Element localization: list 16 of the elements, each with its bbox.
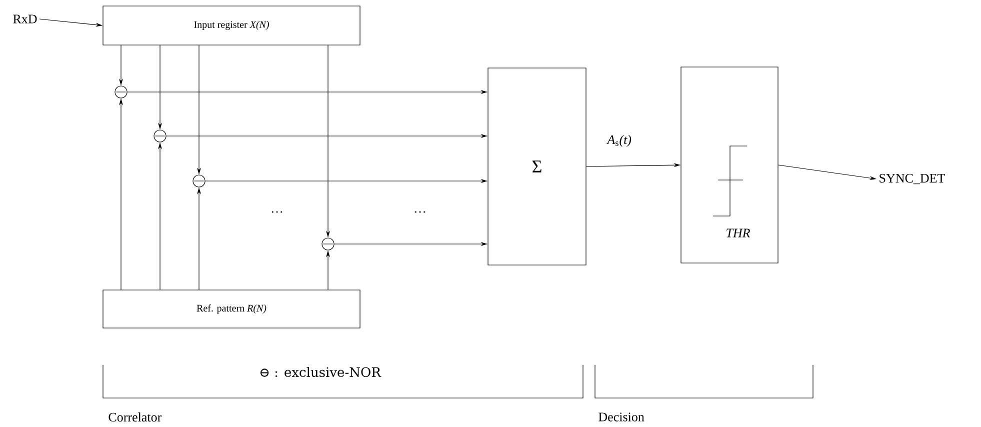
signal-label: RxD [13, 14, 37, 24]
section-label: Decision [598, 412, 644, 422]
xnor-gate [192, 174, 206, 188]
ellipsis: … [272, 211, 282, 213]
ellipsis: … [414, 211, 426, 213]
register-box: Ref. pattern R(N) [102, 290, 360, 328]
register-box: Input register X(N) [102, 6, 360, 46]
threshold-box: THR [680, 66, 778, 264]
edge-label: A$_{s}$(t) [606, 134, 632, 148]
xnor-gate [322, 238, 334, 250]
legend-note: ⊖ : exclusive-NOR [260, 366, 382, 378]
signal-label: SYNC_DET [880, 174, 945, 184]
xnor-gate [154, 130, 166, 142]
xnor-gate [114, 86, 128, 98]
summer-box: Σ [488, 68, 586, 266]
section-label: Correlator [108, 412, 162, 422]
